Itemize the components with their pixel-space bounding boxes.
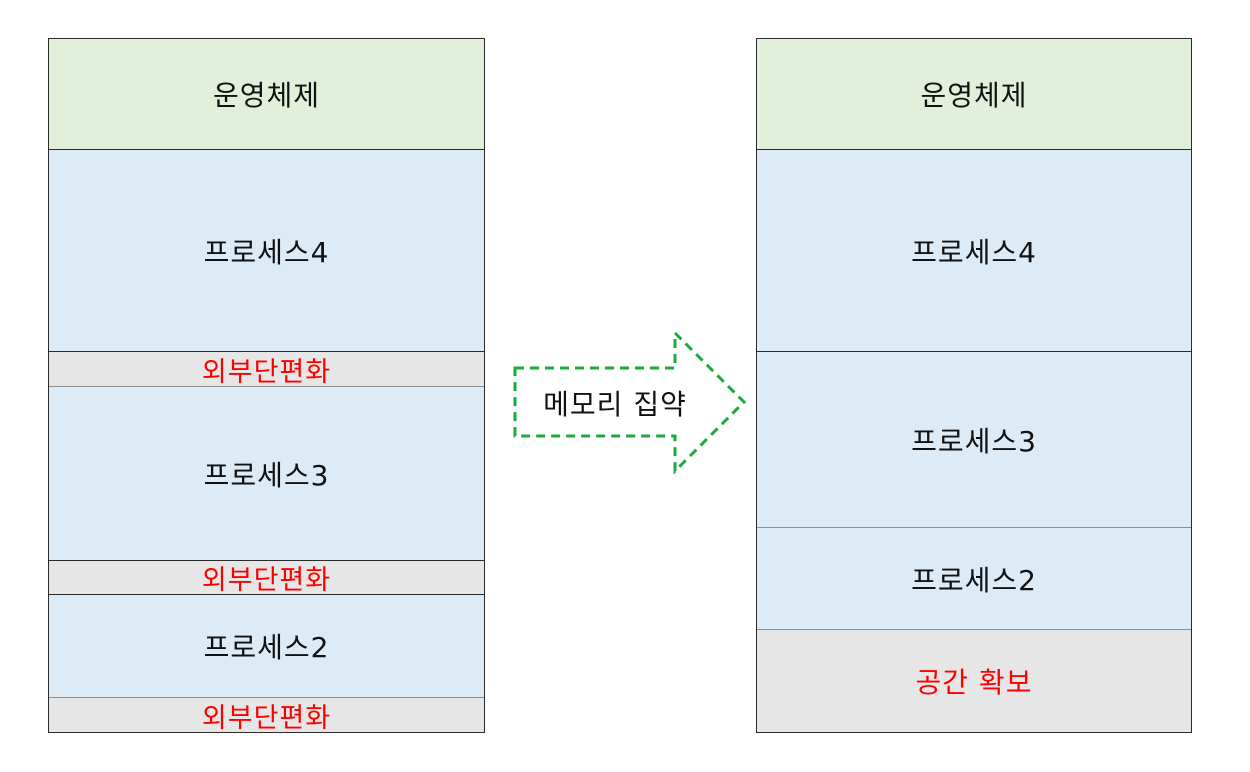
- process-label: 프로세스2: [203, 631, 330, 664]
- fragment-block: 외부단편화: [49, 351, 484, 388]
- free-space-label: 공간 확보: [915, 666, 1033, 699]
- fragment-block: 외부단편화: [49, 560, 484, 596]
- process-label: 프로세스3: [203, 458, 330, 492]
- os-block: 운영체제: [49, 39, 484, 149]
- process-2-block: 프로세스2: [757, 527, 1191, 629]
- memory-after: 운영체제 프로세스4 프로세스3 프로세스2 공간 확보: [756, 38, 1192, 733]
- arrow-icon: [513, 329, 747, 475]
- os-label: 운영체제: [212, 79, 321, 112]
- os-label: 운영체제: [920, 79, 1028, 112]
- process-4-block: 프로세스4: [49, 149, 484, 351]
- free-space-block: 공간 확보: [757, 629, 1191, 732]
- fragment-label: 외부단편화: [201, 702, 332, 734]
- process-4-block: 프로세스4: [757, 149, 1191, 351]
- memory-before: 운영체제 프로세스4 외부단편화 프로세스3 외부단편화 프로세스2 외부단편화: [48, 38, 485, 734]
- fragment-label: 외부단편화: [201, 356, 332, 388]
- arrow-label: 메모리 집약: [543, 388, 687, 421]
- process-label: 프로세스2: [911, 563, 1037, 597]
- process-3-block: 프로세스3: [757, 351, 1191, 527]
- process-2-block: 프로세스2: [49, 594, 484, 697]
- process-label: 프로세스3: [911, 424, 1037, 458]
- fragment-block: 외부단편화: [49, 697, 484, 734]
- compaction-arrow: 메모리 집약: [510, 328, 750, 476]
- process-label: 프로세스4: [911, 235, 1037, 269]
- os-block: 운영체제: [757, 39, 1191, 149]
- process-3-block: 프로세스3: [49, 386, 484, 560]
- fragment-label: 외부단편화: [201, 565, 332, 596]
- process-label: 프로세스4: [203, 235, 330, 269]
